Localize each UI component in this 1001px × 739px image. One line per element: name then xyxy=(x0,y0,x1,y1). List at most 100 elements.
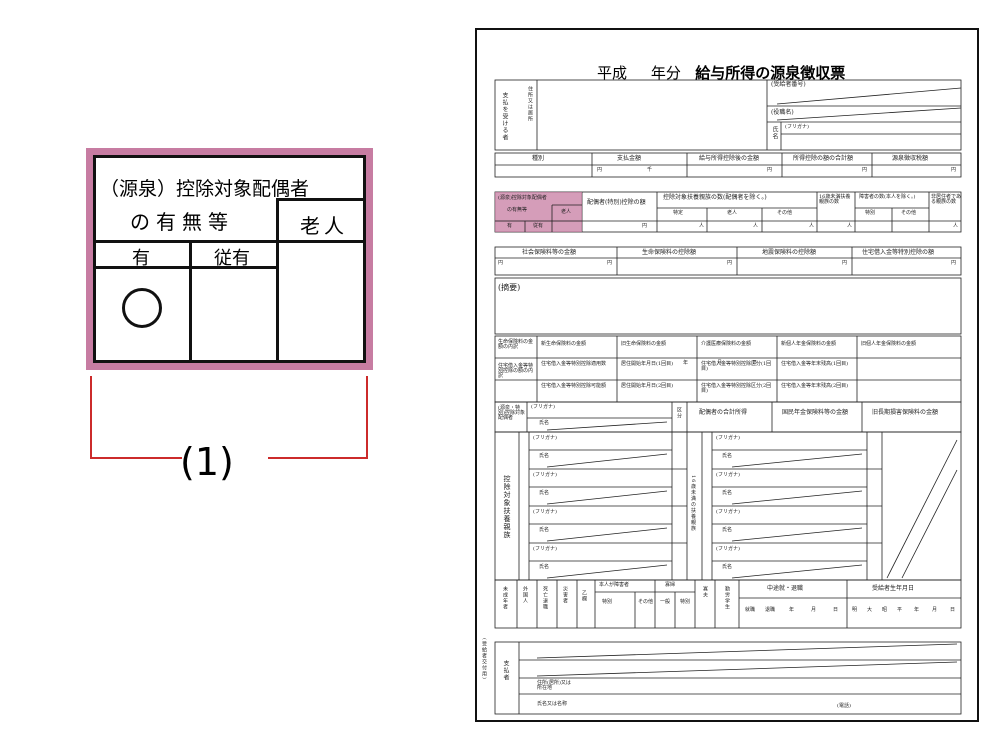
housing-balance-2: 住宅借入金等年末残高(2回目) xyxy=(781,383,849,389)
u16-2-furigana: (フリガナ) xyxy=(716,472,740,478)
unit-yen-9: 円 xyxy=(842,260,848,266)
u16-2-name: 氏名 xyxy=(722,490,733,496)
title-era: 平成 xyxy=(597,64,628,82)
self-disabled-special: 特別 xyxy=(602,599,613,605)
unit-yen-7: 円 xyxy=(607,260,613,266)
unit-month-1: 月 xyxy=(717,360,723,366)
u16-1-name: 氏名 xyxy=(722,453,733,459)
callout-label: (1) xyxy=(180,440,234,484)
pink-cell-dependent: 従有 xyxy=(533,223,544,229)
under16-label: 16歳未満扶養親族の数 xyxy=(819,194,851,205)
zoom-panel: （源泉）控除対象配偶者 の有無等 老人 有 従有 xyxy=(86,148,373,370)
disabled-heading: 障害者の数(本人を除く。) xyxy=(859,194,916,200)
withholding-slip-form: 平成 年分 給与所得の源泉徴収票 支払を受ける者 住所又は居所 (受給者番号) … xyxy=(475,28,979,722)
unit-thousand-1: 千 xyxy=(647,167,653,173)
zoom-elderly-label: 老人 xyxy=(300,214,348,238)
col-social-ins: 社会保険料等の金額 xyxy=(522,249,577,256)
u16-4-name: 氏名 xyxy=(722,564,733,570)
birth-day: 日 xyxy=(950,607,956,613)
dep4-furigana: (フリガナ) xyxy=(533,546,557,552)
zoom-line-v1 xyxy=(276,198,279,360)
payer-name: 氏名又は名称 xyxy=(537,701,568,707)
dependents-heading: 控除対象扶養親族の数(配偶者を除く。) xyxy=(663,194,767,201)
spouse-name: 氏名 xyxy=(539,420,550,426)
unit-yen-5: 円 xyxy=(642,223,648,229)
u16-1-furigana: (フリガナ) xyxy=(716,435,740,441)
natl-pension: 国民年金保険料等の金額 xyxy=(782,409,849,416)
pink-cell-line2: の有無等 xyxy=(507,207,528,213)
life-ins-medical: 介護医療保険料の金額 xyxy=(701,341,752,347)
spouse-furigana: (フリガナ) xyxy=(531,404,555,410)
disabled-other: その他 xyxy=(901,210,917,216)
life-ins-old: 旧生命保険料の金額 xyxy=(621,341,667,347)
dep2-furigana: (フリガナ) xyxy=(533,472,557,478)
old-long-term: 旧長期損害保険料の金額 xyxy=(872,409,939,416)
unit-year-1: 年 xyxy=(683,360,689,366)
dep3-name: 氏名 xyxy=(539,527,550,533)
source-spouse-label: (源泉・特別)控除対象配偶者 xyxy=(498,405,525,421)
col-foreigner: 外国人 xyxy=(522,586,528,604)
zoom-heading-line2: の有無等 xyxy=(130,210,234,234)
birth-taisho: 大 xyxy=(867,607,873,613)
dependents-other: その他 xyxy=(777,210,793,216)
housing-breakdown: 住宅借入金等特別控除の額の内訳 xyxy=(498,363,534,379)
housing-start-2: 居住開始年月日(2回目) xyxy=(621,383,674,389)
midyear-join: 就職 xyxy=(745,607,756,613)
life-ins-new: 新生命保険料の金額 xyxy=(541,341,587,347)
unit-yen-2: 円 xyxy=(767,167,773,173)
callout-bracket xyxy=(90,376,368,459)
form-grid xyxy=(494,79,962,715)
col-payment: 支払金額 xyxy=(617,155,642,162)
payer-vertical: 支払者 xyxy=(502,660,509,681)
spouse-kubun: 区分 xyxy=(676,407,682,419)
u16-3-furigana: (フリガナ) xyxy=(716,509,740,515)
pink-cell-elderly: 老人 xyxy=(561,209,572,215)
pink-cell-yes: 有 xyxy=(507,223,513,229)
dep1-name: 氏名 xyxy=(539,453,550,459)
zoom-line-h3 xyxy=(276,198,363,201)
payer-address: 住所(居所)又は所在地 xyxy=(537,680,571,691)
address-label: 住所又は居所 xyxy=(527,86,533,122)
birth-label: 受給者生年月日 xyxy=(872,585,915,592)
birth-showa: 昭 xyxy=(882,607,888,613)
zoom-line-h2 xyxy=(96,266,279,269)
col-housing-loan: 住宅借入金等特別控除の額 xyxy=(862,249,935,256)
widow-general: 一般 xyxy=(660,599,671,605)
col-after-deduction: 給与所得控除後の金額 xyxy=(699,155,760,162)
highlight-spouse-cell xyxy=(495,192,582,232)
unit-person-5: 人 xyxy=(953,223,959,229)
zoom-line-h1 xyxy=(96,240,363,243)
midyear-month: 月 xyxy=(811,607,817,613)
u16-3-name: 氏名 xyxy=(722,527,733,533)
zoom-table: （源泉）控除対象配偶者 の有無等 老人 有 従有 xyxy=(93,155,366,363)
col-minor: 未成年者 xyxy=(502,586,508,610)
title-main: 給与所得の源泉徴収票 xyxy=(695,64,846,82)
u16-4-furigana: (フリガナ) xyxy=(716,546,740,552)
housing-balance-1: 住宅借入金等年末残高(1回目) xyxy=(781,361,849,367)
housing-start-1: 居住開始年月日(1回目) xyxy=(621,361,674,367)
name-label: 氏名 xyxy=(771,126,778,140)
unit-yen-6: 円 xyxy=(498,260,504,266)
col-otsu: 乙欄 xyxy=(581,590,587,602)
spouse-income: 配偶者の合計所得 xyxy=(699,409,748,416)
midyear-year: 年 xyxy=(789,607,795,613)
col-life-ins: 生命保険料の控除額 xyxy=(642,249,697,256)
dependents-vertical: 控除対象扶養親族 xyxy=(503,475,511,539)
payee-label: 支払を受ける者 xyxy=(501,92,508,141)
zoom-yes-label: 有 xyxy=(132,248,150,269)
zoom-heading-line1: （源泉）控除対象配偶者 xyxy=(100,178,310,200)
special-spouse-label: 配偶者(特別)控除の額 xyxy=(587,199,646,206)
dep2-name: 氏名 xyxy=(539,490,550,496)
housing-possible: 住宅借入金等特別控除可能額 xyxy=(541,383,607,389)
col-total-deduction: 所得控除の額の合計額 xyxy=(793,155,854,162)
life-ins-breakdown: 生命保険料の金額の内訳 xyxy=(498,339,534,350)
furigana-label: (フリガナ) xyxy=(785,124,809,130)
disabled-special: 特別 xyxy=(865,210,876,216)
unit-yen-10: 円 xyxy=(951,260,957,266)
unit-person-1: 人 xyxy=(699,223,705,229)
col-widower: 寡夫 xyxy=(702,586,708,598)
dep4-name: 氏名 xyxy=(539,564,550,570)
job-title: (役職名) xyxy=(771,109,794,116)
unit-day-1: 日 xyxy=(752,360,758,366)
col-type: 種別 xyxy=(532,155,545,162)
